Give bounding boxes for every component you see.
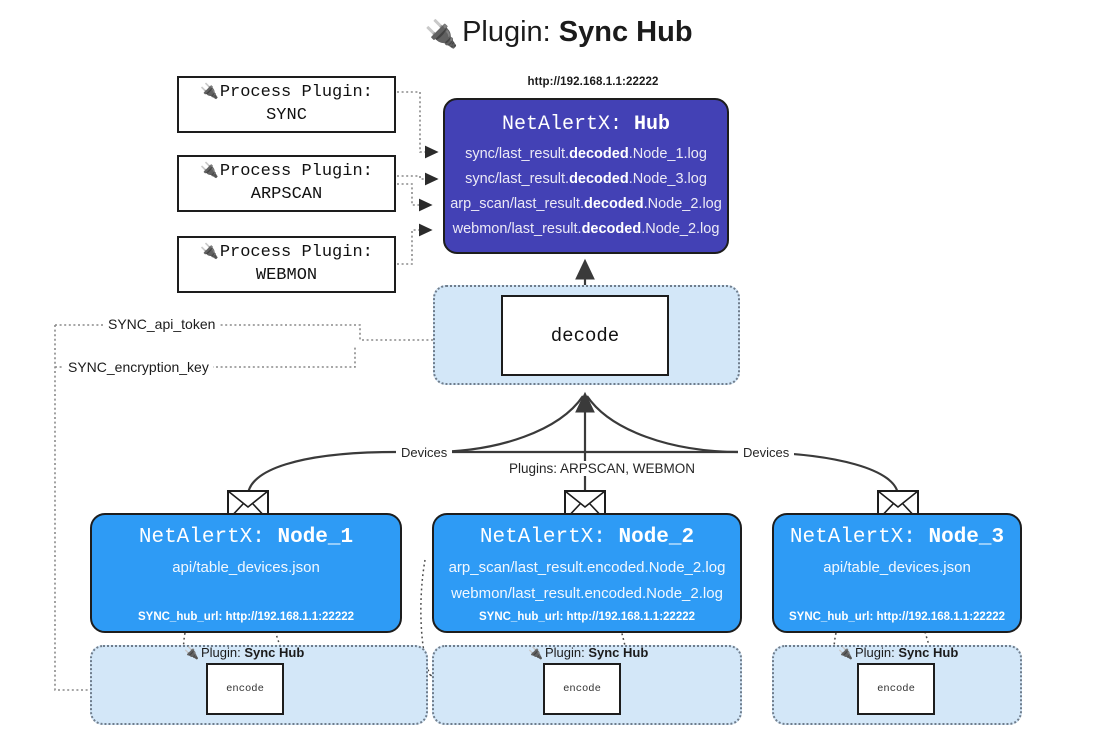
encode-caption-prefix: Plugin:	[544, 645, 585, 660]
node-title: NetAlertX: Node_2	[434, 526, 740, 549]
node-app-name: NetAlertX:	[789, 526, 916, 549]
page-title-prefix: Plugin:	[462, 16, 551, 48]
encode-box-node-1[interactable]: encode	[206, 663, 284, 715]
node-file-row: api/table_devices.json	[172, 559, 320, 576]
decode-box[interactable]: decode	[501, 295, 669, 376]
plug-icon: 🔌	[184, 646, 199, 660]
process-plugin-label: Process Plugin:	[219, 243, 373, 263]
encode-caption-name: Sync Hub	[898, 645, 959, 660]
hub-file-mid: decoded	[583, 196, 644, 212]
encode-caption-name: Sync Hub	[244, 645, 305, 660]
node-title: NetAlertX: Node_1	[92, 526, 400, 549]
node-file-list: api/table_devices.json	[774, 555, 1020, 581]
encode-caption-name: Sync Hub	[588, 645, 649, 660]
hub-name: Hub	[634, 113, 671, 136]
node-card-node-2[interactable]: NetAlertX: Node_2 arp_scan/last_result.e…	[432, 513, 742, 633]
node-file-row: webmon/last_result.encoded.Node_2.log	[451, 585, 723, 602]
key-connectors	[54, 324, 495, 697]
hub-file-pre: sync/last_result.	[465, 171, 570, 187]
hub-url-label: http://192.168.1.1:22222	[527, 76, 659, 88]
hub-file-mid: decoded	[569, 146, 629, 162]
encode-box-node-3[interactable]: encode	[857, 663, 935, 715]
hub-file-list: sync/last_result.decoded.Node_1.log sync…	[445, 142, 727, 242]
hub-file-row: arp_scan/last_result.decoded.Node_2.log	[445, 192, 727, 217]
hub-node[interactable]: NetAlertX: Hub sync/last_result.decoded.…	[443, 98, 729, 254]
encode-caption-node-3: 🔌Plugin: Sync Hub	[838, 645, 958, 660]
edge-label-devices-left: Devices	[396, 445, 453, 460]
hub-file-row: webmon/last_result.decoded.Node_2.log	[445, 217, 727, 242]
plug-icon: 🔌	[200, 242, 219, 261]
process-plugin-box-arpscan[interactable]: 🔌Process Plugin: ARPSCAN	[177, 155, 396, 212]
process-plugin-name: WEBMON	[255, 266, 318, 285]
plug-icon: 🔌	[200, 82, 219, 101]
hub-file-post: .Node_2.log	[641, 221, 720, 237]
hub-file-row: sync/last_result.decoded.Node_1.log	[445, 142, 727, 167]
process-plugin-box-sync[interactable]: 🔌Process Plugin: SYNC	[177, 76, 396, 133]
encode-caption-prefix: Plugin:	[854, 645, 895, 660]
process-plugin-label: Process Plugin:	[219, 83, 373, 103]
node-app-name: NetAlertX:	[138, 526, 265, 549]
encode-box-node-2[interactable]: encode	[543, 663, 621, 715]
plug-icon: 🔌	[424, 19, 459, 49]
hub-file-row: sync/last_result.decoded.Node_3.log	[445, 167, 727, 192]
encode-caption-prefix: Plugin:	[200, 645, 241, 660]
process-plugin-label: Process Plugin:	[219, 162, 373, 182]
node-name: Node_3	[928, 526, 1005, 549]
node-to-decode-edges	[246, 391, 900, 497]
encode-caption-node-1: 🔌Plugin: Sync Hub	[184, 645, 304, 660]
hub-file-pre: webmon/last_result.	[452, 221, 582, 237]
plugin-to-hub-connectors	[397, 91, 439, 265]
node-name: Node_2	[618, 526, 695, 549]
hub-file-post: .Node_3.log	[628, 171, 707, 187]
encode-caption-node-2: 🔌Plugin: Sync Hub	[528, 645, 648, 660]
process-plugin-name: ARPSCAN	[250, 185, 323, 204]
page-title: 🔌Plugin: Sync Hub	[0, 16, 1117, 50]
hub-file-pre: sync/last_result.	[465, 146, 570, 162]
node-card-node-3[interactable]: NetAlertX: Node_3 api/table_devices.json…	[772, 513, 1022, 633]
hub-file-post: .Node_2.log	[643, 196, 722, 212]
process-plugin-box-webmon[interactable]: 🔌Process Plugin: WEBMON	[177, 236, 396, 293]
hub-file-pre: arp_scan/last_result.	[450, 196, 584, 212]
hub-file-mid: decoded	[569, 171, 629, 187]
edge-label-devices-right: Devices	[738, 445, 795, 460]
node-file-list: api/table_devices.json	[92, 555, 400, 581]
sync-encryption-key-label: SYNC_encryption_key	[64, 359, 213, 375]
node-app-name: NetAlertX:	[479, 526, 606, 549]
hub-file-mid: decoded	[581, 221, 642, 237]
node-hub-url-footer: SYNC_hub_url: http://192.168.1.1:22222	[137, 611, 355, 623]
hub-file-post: .Node_1.log	[628, 146, 707, 162]
edge-label-plugins: Plugins: ARPSCAN, WEBMON	[504, 461, 701, 476]
hub-app-name: NetAlertX:	[501, 113, 622, 136]
plug-icon: 🔌	[838, 646, 853, 660]
node-file-list: arp_scan/last_result.encoded.Node_2.log …	[434, 555, 740, 607]
sync-api-token-label: SYNC_api_token	[104, 316, 220, 332]
node-file-row: api/table_devices.json	[823, 559, 971, 576]
page-title-name: Sync Hub	[558, 16, 693, 48]
plug-icon: 🔌	[528, 646, 543, 660]
node-hub-url-footer: SYNC_hub_url: http://192.168.1.1:22222	[788, 611, 1006, 623]
node-name: Node_1	[277, 526, 354, 549]
hub-title: NetAlertX: Hub	[445, 113, 727, 136]
node-card-node-1[interactable]: NetAlertX: Node_1 api/table_devices.json…	[90, 513, 402, 633]
node-file-row: arp_scan/last_result.encoded.Node_2.log	[448, 559, 726, 576]
process-plugin-name: SYNC	[266, 106, 307, 125]
node-hub-url-footer: SYNC_hub_url: http://192.168.1.1:22222	[478, 611, 696, 623]
plug-icon: 🔌	[200, 161, 219, 180]
node-title: NetAlertX: Node_3	[774, 526, 1020, 549]
